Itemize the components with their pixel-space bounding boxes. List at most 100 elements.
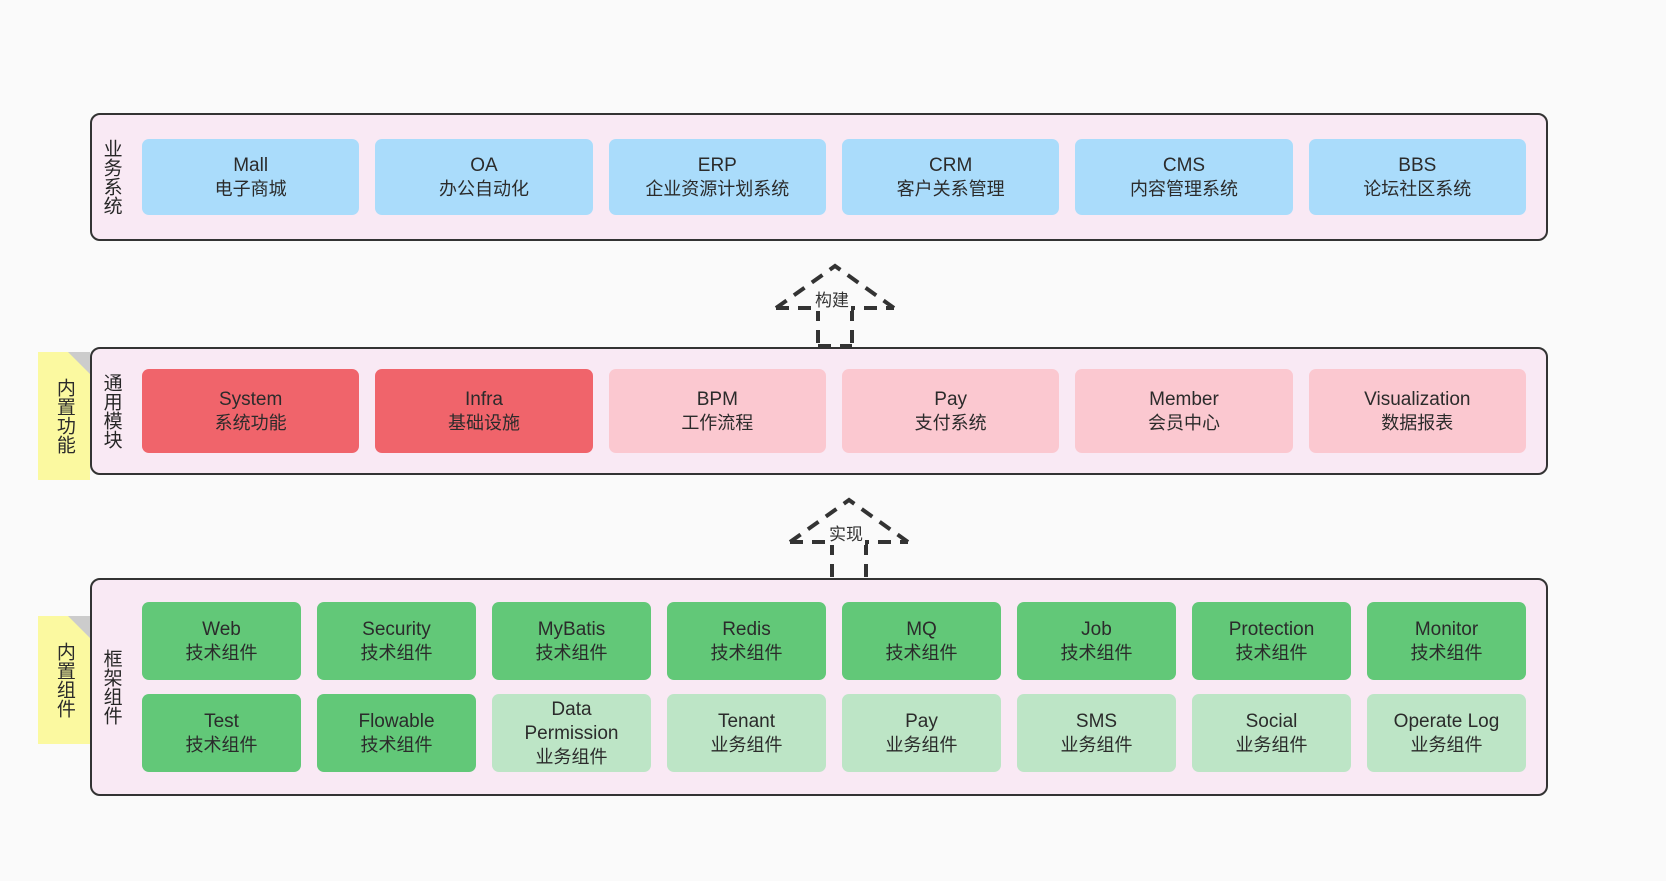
- node-cell: Web 技术组件: [134, 602, 309, 680]
- node-title: Test: [204, 710, 239, 732]
- layer-framework-component: 框架组件 Web 技术组件 Security 技术组件: [90, 578, 1548, 796]
- node-subtitle: 系统功能: [214, 412, 287, 433]
- node-flowable[interactable]: Flowable 技术组件: [317, 694, 476, 772]
- node-title: MyBatis: [537, 618, 606, 640]
- node-security[interactable]: Security 技术组件: [317, 602, 476, 680]
- node-subtitle: 业务组件: [710, 734, 783, 755]
- node-visualization[interactable]: Visualization 数据报表: [1308, 369, 1526, 453]
- generalization-arrow-icon: [788, 497, 910, 582]
- node-title: CRM: [929, 154, 973, 176]
- node-cell: CRM 客户关系管理: [834, 139, 1067, 215]
- node-subtitle: 工作流程: [681, 412, 754, 433]
- node-subtitle: 技术组件: [885, 642, 958, 663]
- layer-body-framework-component: Web 技术组件 Security 技术组件 MyBatis 技术组件: [130, 580, 1546, 794]
- node-oa[interactable]: OA 办公自动化: [375, 139, 593, 215]
- node-subtitle: 客户关系管理: [896, 178, 1005, 199]
- node-pay-business[interactable]: Pay 业务组件: [842, 694, 1001, 772]
- node-subtitle: 内容管理系统: [1129, 178, 1238, 199]
- node-cell: Job 技术组件: [1009, 602, 1184, 680]
- node-system[interactable]: System 系统功能: [142, 369, 360, 453]
- node-title: Operate Log: [1393, 710, 1500, 732]
- layer-title-business-system: 业务系统: [100, 139, 122, 215]
- node-web[interactable]: Web 技术组件: [142, 602, 301, 680]
- node-bbs[interactable]: BBS 论坛社区系统: [1308, 139, 1526, 215]
- node-job[interactable]: Job 技术组件: [1017, 602, 1176, 680]
- node-tenant[interactable]: Tenant 业务组件: [667, 694, 826, 772]
- generalization-arrow-icon: [774, 263, 896, 348]
- node-mall[interactable]: Mall 电子商城: [142, 139, 360, 215]
- layer-body-common-module: System 系统功能 Infra 基础设施 BPM 工作流程 Pay: [130, 349, 1546, 473]
- node-cell: MQ 技术组件: [834, 602, 1009, 680]
- node-cell: Protection 技术组件: [1184, 602, 1359, 680]
- node-title: Tenant: [717, 710, 776, 732]
- node-title: Monitor: [1414, 618, 1479, 640]
- node-cms[interactable]: CMS 内容管理系统: [1075, 139, 1293, 215]
- node-subtitle: 基础设施: [447, 412, 520, 433]
- node-mq[interactable]: MQ 技术组件: [842, 602, 1001, 680]
- node-title: SMS: [1075, 710, 1118, 732]
- node-bpm[interactable]: BPM 工作流程: [608, 369, 826, 453]
- node-pay[interactable]: Pay 支付系统: [841, 369, 1060, 453]
- sticky-note-builtin-function: 内置功能: [38, 352, 90, 480]
- node-title: Job: [1081, 618, 1112, 640]
- connector-implement: 实现: [764, 492, 934, 582]
- node-cell: BBS 论坛社区系统: [1301, 139, 1534, 215]
- node-member[interactable]: Member 会员中心: [1075, 369, 1293, 453]
- sticky-note-label: 内置功能: [53, 378, 75, 454]
- node-protection[interactable]: Protection 技术组件: [1192, 602, 1351, 680]
- node-operate-log[interactable]: Operate Log 业务组件: [1367, 694, 1526, 772]
- node-cell: Visualization 数据报表: [1301, 369, 1534, 453]
- node-subtitle: 电子商城: [214, 178, 287, 199]
- layer-body-business-system: Mall 电子商城 OA 办公自动化 ERP 企业资源计划系统 CRM: [130, 115, 1546, 239]
- connector-label-implement: 实现: [827, 520, 865, 545]
- node-crm[interactable]: CRM 客户关系管理: [841, 139, 1060, 215]
- node-title: BBS: [1398, 154, 1437, 176]
- node-infra[interactable]: Infra 基础设施: [375, 369, 593, 453]
- framework-row-business: Test 技术组件 Flowable 技术组件 Data Permission …: [134, 694, 1534, 772]
- node-cell: BPM 工作流程: [601, 369, 834, 453]
- node-title: OA: [470, 154, 498, 176]
- node-subtitle: 技术组件: [1060, 642, 1133, 663]
- node-subtitle: 办公自动化: [438, 178, 529, 199]
- node-subtitle: 技术组件: [1410, 642, 1483, 663]
- framework-row-technical: Web 技术组件 Security 技术组件 MyBatis 技术组件: [134, 602, 1534, 680]
- node-social[interactable]: Social 业务组件: [1192, 694, 1351, 772]
- node-redis[interactable]: Redis 技术组件: [667, 602, 826, 680]
- node-subtitle: 论坛社区系统: [1363, 178, 1472, 199]
- connector-label-build: 构建: [813, 286, 851, 311]
- node-subtitle: 技术组件: [185, 734, 258, 755]
- node-sms[interactable]: SMS 业务组件: [1017, 694, 1176, 772]
- node-cell: Pay 支付系统: [834, 369, 1067, 453]
- node-title: Pay: [934, 388, 968, 410]
- node-cell: Tenant 业务组件: [659, 694, 834, 772]
- node-cell: CMS 内容管理系统: [1067, 139, 1300, 215]
- sticky-note-builtin-component: 内置组件: [38, 616, 90, 744]
- node-title: MQ: [906, 618, 937, 640]
- page-fold-icon: [68, 352, 90, 374]
- layer-common-module: 通用模块 System 系统功能 Infra 基础设施 BPM 工作流程: [90, 347, 1548, 475]
- node-cell: ERP 企业资源计划系统: [601, 139, 834, 215]
- node-erp[interactable]: ERP 企业资源计划系统: [608, 139, 826, 215]
- node-subtitle: 技术组件: [360, 734, 433, 755]
- node-monitor[interactable]: Monitor 技术组件: [1367, 602, 1526, 680]
- node-test[interactable]: Test 技术组件: [142, 694, 301, 772]
- node-subtitle: 业务组件: [535, 746, 608, 767]
- layer-business-system: 业务系统 Mall 电子商城 OA 办公自动化 ERP 企业资源计划系统: [90, 113, 1548, 241]
- node-title: Redis: [722, 618, 771, 640]
- node-title: CMS: [1162, 154, 1206, 176]
- node-title: Infra: [464, 388, 503, 410]
- node-cell: OA 办公自动化: [367, 139, 600, 215]
- node-title: System: [218, 388, 283, 410]
- node-subtitle: 会员中心: [1147, 412, 1220, 433]
- node-cell: Test 技术组件: [134, 694, 309, 772]
- node-mybatis[interactable]: MyBatis 技术组件: [492, 602, 651, 680]
- node-title: Web: [202, 618, 241, 640]
- node-subtitle: 业务组件: [1235, 734, 1308, 755]
- node-data-permission[interactable]: Data Permission 业务组件: [492, 694, 651, 772]
- node-subtitle: 业务组件: [1410, 734, 1483, 755]
- node-title: ERP: [697, 154, 737, 176]
- node-cell: Data Permission 业务组件: [484, 694, 659, 772]
- node-cell: Operate Log 业务组件: [1359, 694, 1534, 772]
- node-cell: SMS 业务组件: [1009, 694, 1184, 772]
